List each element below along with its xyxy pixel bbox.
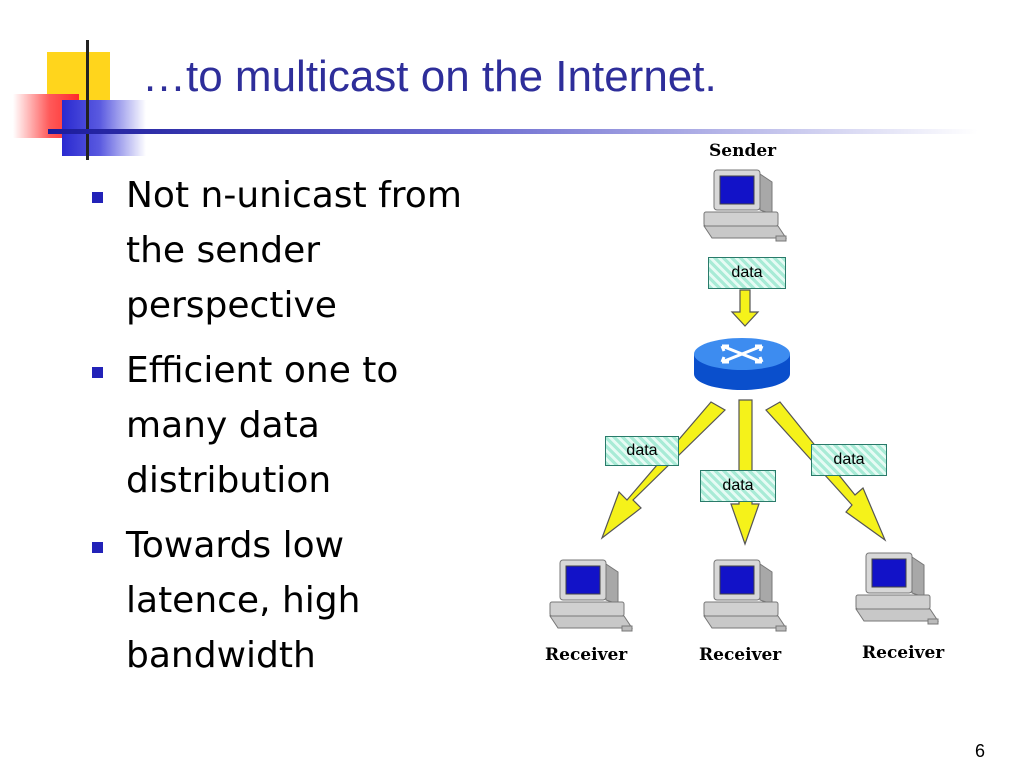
bullet-square-icon — [92, 192, 103, 203]
router-icon — [694, 338, 790, 390]
bullet-item: Efficient one to many data distribution — [88, 343, 548, 508]
bullet-square-icon — [92, 367, 103, 378]
page-number: 6 — [975, 741, 986, 761]
sender-computer-icon — [703, 169, 787, 242]
data-packet: data — [605, 436, 679, 466]
receiver-label: Receiver — [862, 643, 945, 663]
data-packet: data — [811, 444, 887, 476]
bullet-item: Towards low latence, high bandwidth — [88, 518, 548, 683]
bullet-text: Efficient one to many data distribution — [126, 350, 399, 501]
receiver-computer-icon — [549, 559, 633, 632]
bullet-text: Towards low latence, high bandwidth — [126, 525, 361, 676]
receiver-computer-icon — [703, 559, 787, 632]
corner-blue-block — [62, 100, 146, 156]
data-packet: data — [708, 257, 786, 289]
bullet-list: Not n-unicast from the sender perspectiv… — [88, 168, 548, 693]
data-packet: data — [700, 470, 776, 502]
sender-label: Sender — [709, 141, 777, 161]
receiver-label: Receiver — [699, 645, 782, 665]
receiver-computer-icon — [855, 552, 939, 625]
bullet-text: Not n-unicast from the sender perspectiv… — [126, 175, 462, 326]
corner-vertical-line — [86, 40, 89, 160]
bullet-item: Not n-unicast from the sender perspectiv… — [88, 168, 548, 333]
sender-to-router-arrow — [730, 289, 760, 327]
receiver-label: Receiver — [545, 645, 628, 665]
page-title: …to multicast on the Internet. — [142, 52, 717, 101]
bullet-square-icon — [92, 542, 103, 553]
title-underline — [48, 129, 978, 134]
router-to-left-receiver-arrow — [600, 401, 726, 540]
